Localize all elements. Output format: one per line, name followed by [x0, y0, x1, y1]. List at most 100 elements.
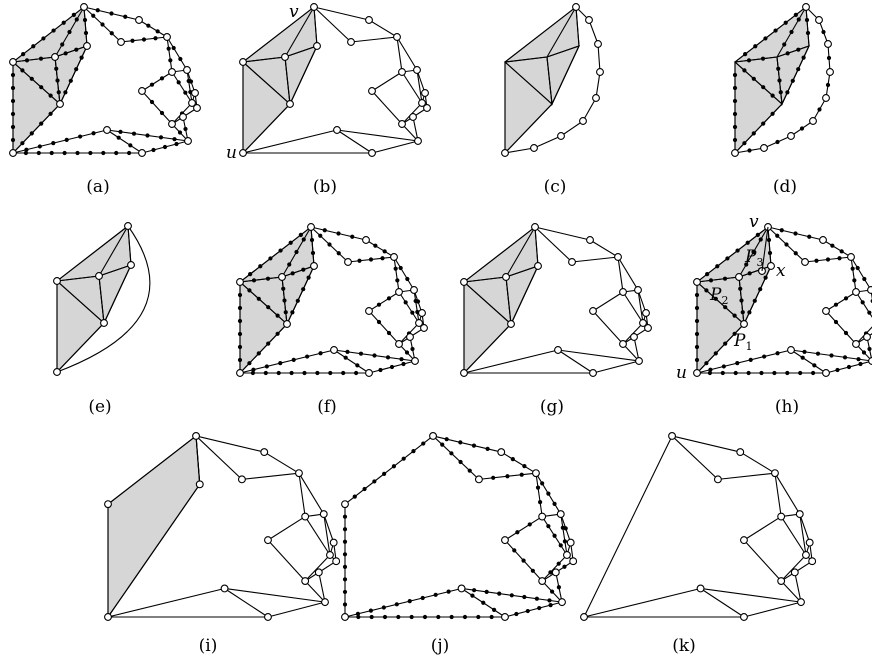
- subdivision-dot: [315, 370, 320, 376]
- subdivision-dot: [131, 131, 137, 136]
- subdivision-dot: [358, 351, 364, 356]
- graph-vertex: [538, 577, 547, 585]
- subdivision-dot: [470, 593, 475, 598]
- graph-edge: [239, 349, 335, 374]
- subdivision-dot: [522, 464, 527, 469]
- graph-edge: [267, 601, 326, 618]
- graph-vertex: [103, 126, 111, 134]
- subdivision-dot: [328, 370, 333, 376]
- graph-vertex: [193, 104, 201, 112]
- subdivision-dot: [867, 346, 872, 352]
- subdivision-dot: [732, 98, 738, 104]
- graph-vertex: [532, 469, 540, 478]
- subdivision-dot: [79, 55, 84, 60]
- graph-vertex: [95, 272, 103, 280]
- subdivision-dot: [176, 80, 181, 85]
- subdivision-dot: [237, 357, 243, 363]
- caption-a: (a): [86, 177, 109, 197]
- graph-vertex: [237, 475, 246, 484]
- subdivision-dot: [785, 370, 790, 376]
- subdivision-dot: [733, 370, 738, 376]
- subdivision-dot: [409, 614, 414, 620]
- graph-edge: [557, 349, 640, 362]
- subdivision-dot: [149, 99, 155, 105]
- subdivision-dot: [380, 256, 385, 261]
- graph-edge: [12, 61, 61, 105]
- graph-vertex: [260, 448, 269, 457]
- subdivision-dot: [250, 370, 255, 376]
- graph-vertex: [362, 236, 370, 244]
- graph-vertex: [418, 99, 426, 107]
- graph-edge: [534, 226, 539, 267]
- graph-edge: [534, 226, 591, 241]
- label-p3-h: P3: [744, 247, 763, 269]
- subdivision-dot: [694, 344, 700, 350]
- subdivision-dot: [10, 124, 16, 130]
- graph-vertex: [395, 288, 403, 296]
- subdivision-dot: [289, 370, 294, 376]
- graph-vertex: [771, 469, 779, 478]
- subdivision-dot: [833, 302, 839, 307]
- subdivision-dot: [707, 370, 713, 376]
- subdivision-dot: [39, 85, 44, 90]
- graph-edge: [368, 310, 400, 345]
- subdivision-dot: [237, 305, 243, 311]
- subdivision-dot: [713, 296, 718, 301]
- subdivision-dot: [341, 370, 346, 376]
- subdivision-dot: [807, 234, 812, 239]
- subdivision-dot: [51, 28, 56, 33]
- graph-vertex: [135, 16, 143, 24]
- subdivision-dot: [704, 361, 709, 366]
- subdivision-dot: [742, 141, 747, 146]
- graph-vertex: [863, 333, 871, 341]
- subdivision-dot: [20, 141, 25, 146]
- graph-vertex: [9, 58, 17, 66]
- graph-vertex: [332, 557, 341, 566]
- graph-vertex: [313, 42, 321, 50]
- subdivision-dot: [100, 22, 105, 27]
- graph-vertex: [740, 320, 748, 328]
- subdivision-dot: [342, 589, 348, 595]
- graph-vertex: [501, 149, 509, 157]
- graph-vertex: [341, 500, 349, 509]
- subdivision-dot: [372, 479, 377, 484]
- subdivision-dot: [362, 486, 367, 492]
- graph-edge: [504, 601, 563, 618]
- subdivision-dot: [63, 90, 68, 95]
- subdivision-dot: [560, 525, 565, 530]
- graph-vertex: [579, 117, 587, 125]
- subdivision-dot: [404, 350, 410, 355]
- subdivision-dot: [773, 28, 778, 33]
- graph-vertex: [264, 613, 272, 621]
- subdivision-dot: [694, 305, 700, 311]
- graph-edge: [743, 539, 782, 582]
- subdivision-dot: [829, 353, 834, 358]
- graph-edge: [583, 587, 701, 618]
- subdivision-dot: [732, 124, 738, 130]
- graph-vertex: [104, 500, 112, 509]
- graph-vertex: [413, 66, 421, 74]
- graph-edge: [504, 6, 577, 63]
- subdivision-dot: [735, 361, 740, 366]
- subdivision-dot: [302, 370, 307, 376]
- graph-vertex: [188, 99, 196, 107]
- subdivision-dot: [146, 23, 151, 28]
- subdivision-dot: [767, 250, 773, 256]
- subdivision-dot: [410, 310, 415, 315]
- subdivision-dot: [422, 614, 428, 620]
- graph-vertex: [138, 149, 146, 157]
- subdivision-dot: [471, 443, 477, 448]
- graph-vertex: [867, 286, 872, 294]
- subdivision-dot: [403, 300, 408, 305]
- subdivision-dot: [251, 278, 257, 283]
- graph-vertex: [568, 258, 576, 266]
- subdivision-dot: [802, 349, 807, 354]
- subdivision-dot: [782, 42, 787, 47]
- graph-edge: [463, 281, 512, 325]
- graph-vertex: [80, 3, 88, 11]
- graph-edge: [700, 588, 745, 618]
- graph-edge: [371, 71, 403, 92]
- subdivision-dot: [306, 275, 311, 280]
- subdivision-dot: [51, 141, 56, 146]
- subdivision-dot: [472, 588, 477, 593]
